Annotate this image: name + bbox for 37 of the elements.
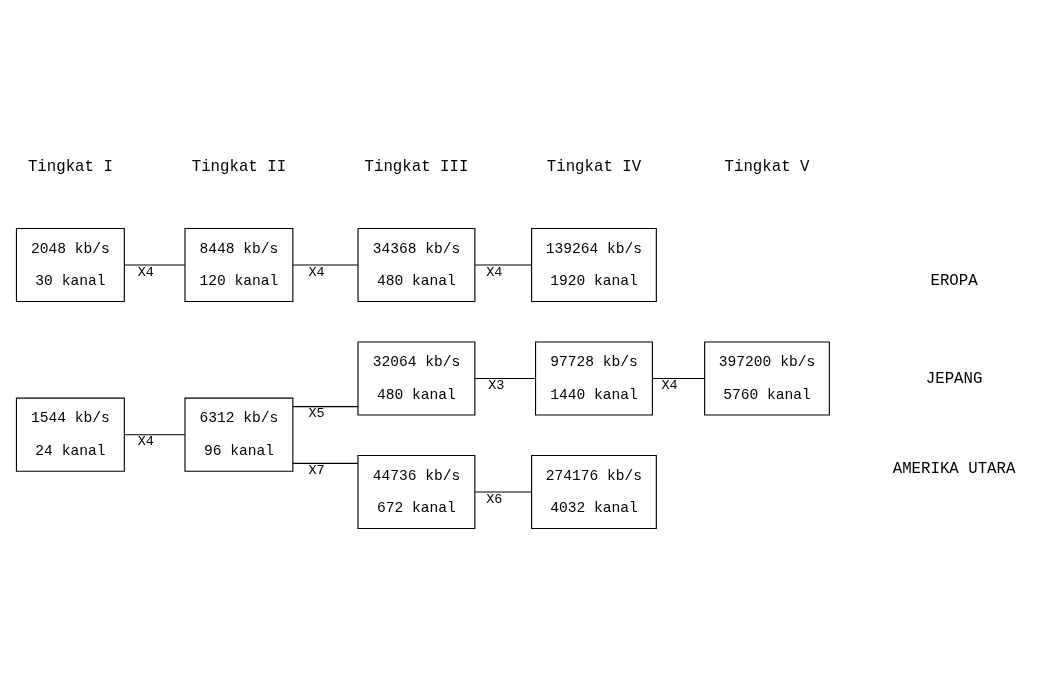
- node-box: 97728 kb/s 1440 kanal: [535, 341, 653, 416]
- node-box: 274176 kb/s 4032 kanal: [531, 454, 657, 530]
- label: Tingkat I: [27, 158, 113, 177]
- edge-label: X4: [137, 264, 154, 280]
- label: Tingkat III: [364, 158, 469, 177]
- edge-label: X4: [661, 378, 678, 394]
- edge-label: X4: [308, 264, 325, 280]
- connector: [124, 434, 186, 436]
- edge-label: X4: [486, 264, 503, 280]
- node-box: 397200 kb/s 5760 kanal: [704, 341, 830, 416]
- node-box: 34368 kb/s 480 kanal: [357, 227, 476, 303]
- connector: [474, 491, 532, 493]
- edge-label: X4: [137, 434, 154, 450]
- edge-label: X6: [486, 491, 503, 507]
- label: AMERIKA UTARA: [892, 459, 1016, 478]
- edge-label: X5: [308, 406, 325, 422]
- connector: [124, 264, 186, 266]
- connector: [292, 406, 359, 408]
- connector: [474, 264, 532, 266]
- node-box: 44736 kb/s 672 kanal: [357, 454, 476, 530]
- node-box: 139264 kb/s 1920 kanal: [531, 227, 657, 303]
- label: EROPA: [930, 271, 978, 290]
- connector: [652, 377, 706, 380]
- label: Tingkat V: [724, 158, 810, 177]
- connector: [292, 462, 359, 464]
- connector: [474, 377, 536, 380]
- node-box: 6312 kb/s 96 kanal: [184, 397, 294, 472]
- edge-label: X3: [488, 378, 505, 394]
- node-box: 32064 kb/s 480 kanal: [357, 341, 476, 416]
- label: Tingkat IV: [546, 158, 642, 177]
- node-box: 1544 kb/s 24 kanal: [15, 397, 125, 472]
- node-box: 8448 kb/s 120 kanal: [184, 227, 294, 303]
- edge-label: X7: [308, 463, 325, 479]
- label: Tingkat II: [191, 158, 287, 177]
- connector: [292, 264, 359, 266]
- label: JEPANG: [925, 369, 983, 388]
- node-box: 2048 kb/s 30 kanal: [15, 227, 125, 303]
